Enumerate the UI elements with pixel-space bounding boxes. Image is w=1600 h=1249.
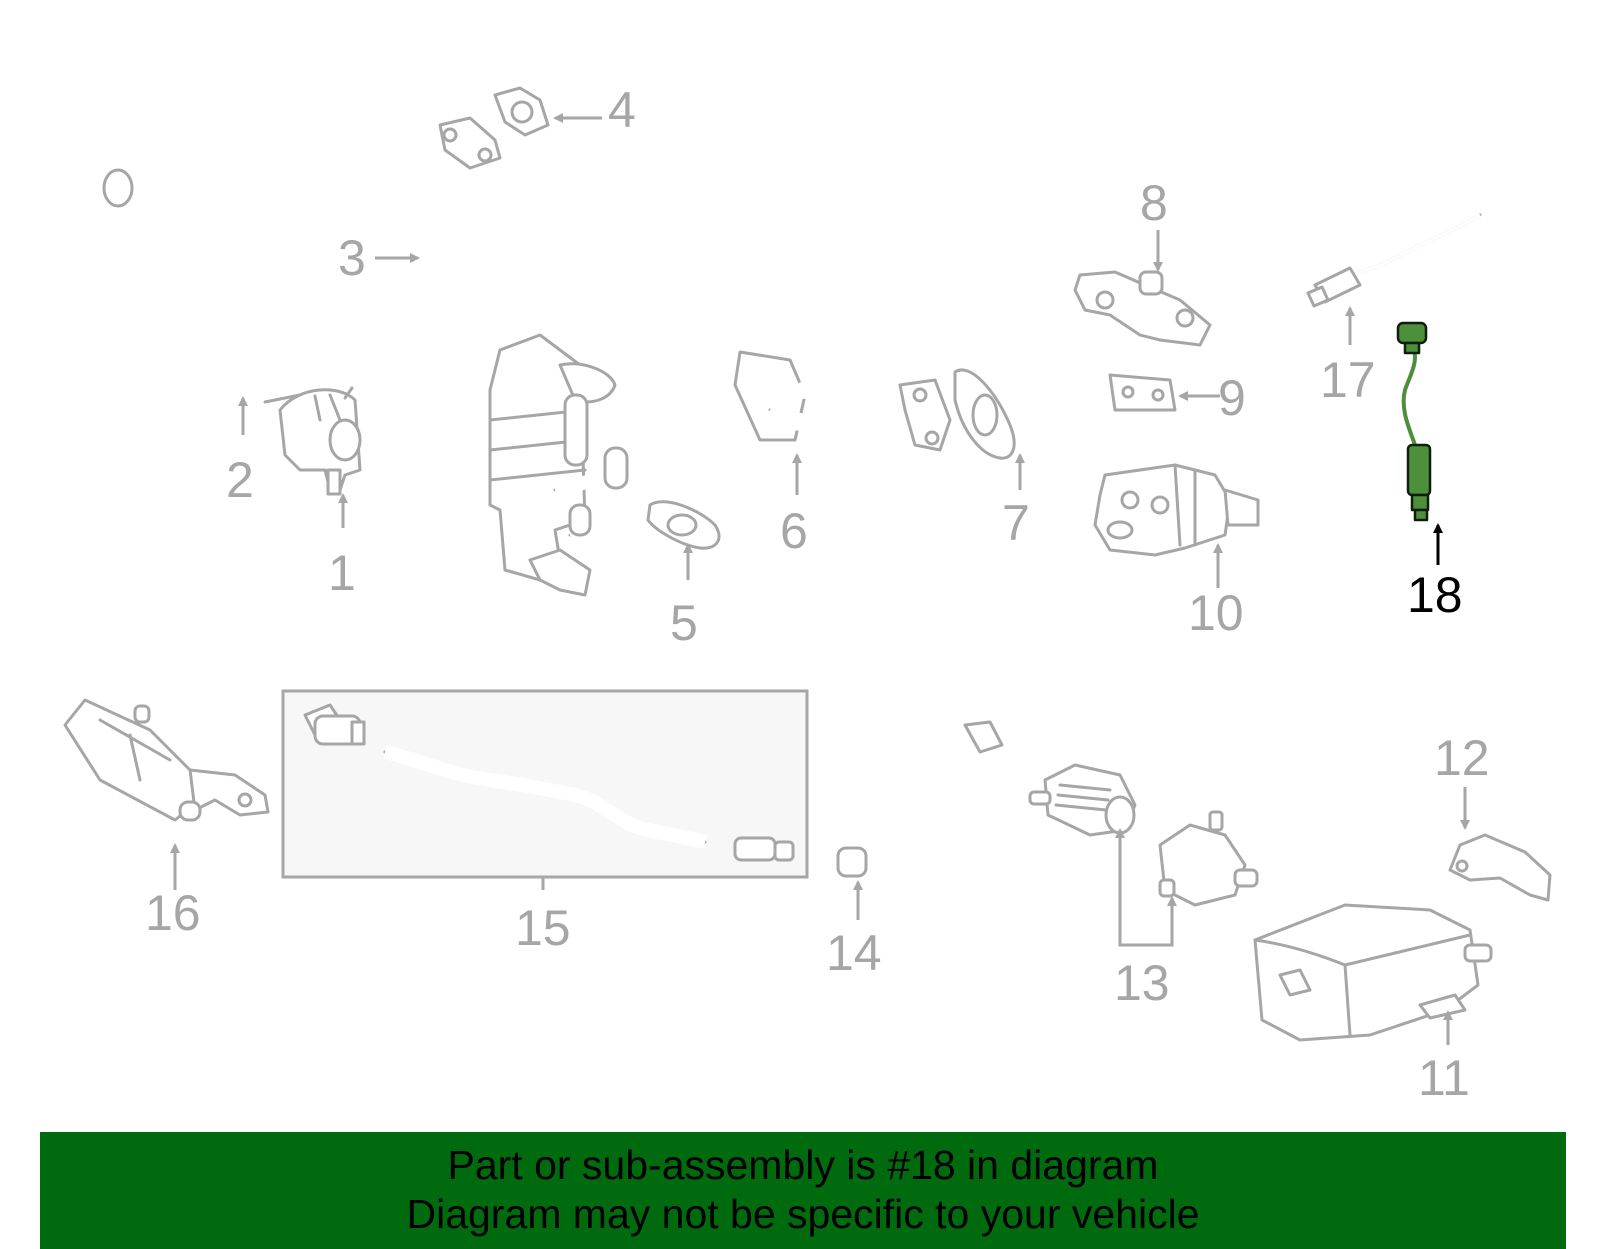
- callout-4: 4: [608, 82, 636, 138]
- banner-line-2: Diagram may not be specific to your vehi…: [406, 1191, 1200, 1237]
- part-12-bracket[interactable]: [1448, 833, 1552, 902]
- part-16-bracket[interactable]: [63, 698, 270, 822]
- part-6-pipe[interactable]: [733, 306, 952, 452]
- part-3-egr-pipe[interactable]: [417, 116, 530, 352]
- callout-16: 16: [145, 885, 201, 941]
- banner-line-1: Part or sub-assembly is #18 in diagram: [447, 1142, 1159, 1188]
- part-11-canister[interactable]: [1253, 903, 1493, 1042]
- part-13-valve-left[interactable]: [1028, 763, 1137, 837]
- callout-8: 8: [1140, 175, 1168, 231]
- part-2-hose[interactable]: [102, 143, 248, 393]
- callout-11: 11: [1418, 1050, 1470, 1106]
- callout-7: 7: [1002, 495, 1030, 551]
- callout-18: 18: [1407, 567, 1463, 623]
- part-9-gasket[interactable]: [1108, 373, 1177, 412]
- callout-2: 2: [226, 452, 254, 508]
- part-10-egr-valve[interactable]: [1093, 463, 1260, 557]
- callout-13: 13: [1114, 955, 1170, 1011]
- callout-14: 14: [826, 925, 882, 981]
- info-banner: Part or sub-assembly is #18 in diagram D…: [40, 1132, 1566, 1249]
- part-17-sensor[interactable]: [1306, 213, 1482, 308]
- part-8-flange[interactable]: [1073, 270, 1212, 347]
- callout-15: 15: [515, 900, 571, 956]
- callout-12: 12: [1434, 730, 1490, 786]
- part-7-gasket[interactable]: [953, 368, 1016, 460]
- part-1-valve[interactable]: [263, 386, 362, 496]
- part-3-egr-cooler[interactable]: [488, 333, 629, 597]
- part-5-gasket[interactable]: [646, 500, 721, 550]
- callout-17: 17: [1320, 352, 1376, 408]
- part-4-gasket[interactable]: [493, 86, 550, 137]
- part-18-oxygen-sensor[interactable]: [1396, 321, 1432, 522]
- callout-5: 5: [670, 595, 698, 651]
- part-15-hose-assembly-box[interactable]: [281, 689, 809, 879]
- part-14-hose[interactable]: [836, 720, 1004, 878]
- callout-1: 1: [328, 545, 356, 601]
- part-13-valve-right[interactable]: [1158, 810, 1259, 907]
- callout-3: 3: [338, 230, 366, 286]
- leader-lines: [170, 113, 1470, 1045]
- callout-9: 9: [1218, 370, 1246, 426]
- callout-10: 10: [1188, 585, 1244, 641]
- callout-labels: 1 2 3 4 5 6 7 8 9 10 11 12 13 14 15 16 1…: [145, 82, 1490, 1106]
- callout-6: 6: [780, 503, 808, 559]
